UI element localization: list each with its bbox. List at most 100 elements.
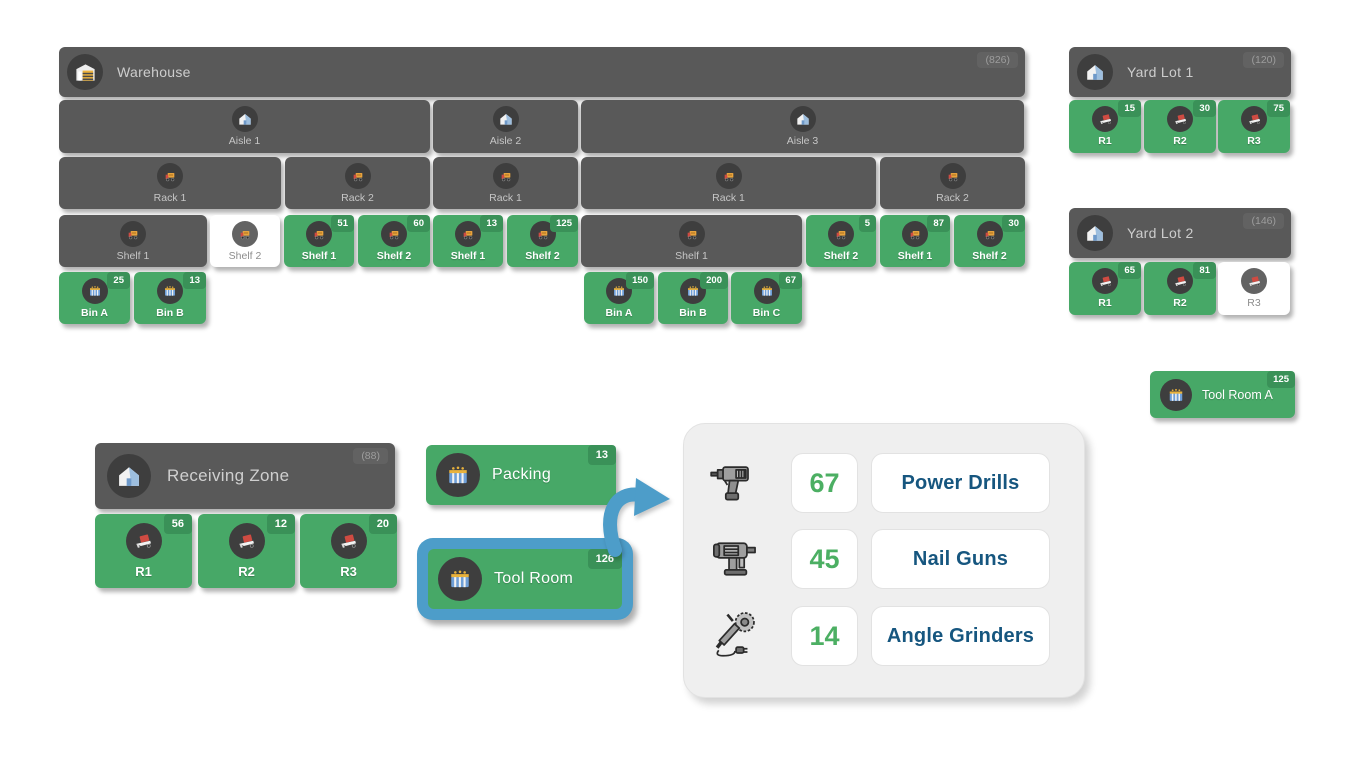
shelf-label: Shelf 1 xyxy=(116,249,150,262)
shelf-card[interactable]: Shelf 2 30 xyxy=(954,215,1025,267)
resource-card[interactable]: R2 81 xyxy=(1144,262,1216,315)
shelf-card[interactable]: Shelf 1 xyxy=(581,215,802,267)
resource-count-badge: 75 xyxy=(1267,100,1290,117)
resource-card[interactable]: R1 65 xyxy=(1069,262,1141,315)
bin-count-badge: 13 xyxy=(183,272,206,289)
shelf-icon xyxy=(828,220,854,247)
shelf-card[interactable]: Shelf 2 60 xyxy=(358,215,430,267)
resource-count-badge: 81 xyxy=(1193,262,1216,279)
yard-lot-1-card[interactable]: Yard Lot 1 (120) xyxy=(1069,47,1291,97)
aisle-icon xyxy=(492,106,519,132)
bin-count-badge: 200 xyxy=(700,272,728,289)
rack-label: Rack 1 xyxy=(153,191,187,204)
resource-card[interactable]: R1 56 xyxy=(95,514,192,588)
aisle-icon xyxy=(789,106,816,132)
bin-count-badge: 25 xyxy=(107,272,130,289)
tool-room-a-card[interactable]: Tool Room A 125 xyxy=(1150,371,1295,418)
shelf-label: Shelf 1 xyxy=(897,249,933,262)
rack-card[interactable]: Rack 1 xyxy=(59,157,281,209)
tool-room-card[interactable]: Tool Room 126 xyxy=(428,549,622,609)
shelf-label: Shelf 2 xyxy=(525,249,560,262)
shelf-card[interactable]: Shelf 2 5 xyxy=(806,215,876,267)
bin-card[interactable]: Bin B 200 xyxy=(658,272,728,324)
shelf-icon xyxy=(976,220,1003,247)
toolbox-icon xyxy=(436,453,480,497)
hand-truck-icon xyxy=(228,523,265,559)
resource-card[interactable]: R3 75 xyxy=(1218,100,1290,153)
resource-count-badge: 15 xyxy=(1118,100,1141,117)
packing-label: Packing xyxy=(492,466,552,483)
rack-label: Rack 2 xyxy=(936,191,969,204)
resource-label: R3 xyxy=(340,564,357,579)
rack-card[interactable]: Rack 2 xyxy=(285,157,430,209)
shelf-label: Shelf 1 xyxy=(450,249,486,262)
receiving-zone-icon xyxy=(107,454,151,498)
packing-count-badge: 13 xyxy=(587,445,616,465)
yard-lot-count-badge: (120) xyxy=(1243,52,1284,68)
item-label-box: Angle Grinders xyxy=(871,606,1050,666)
shelf-icon xyxy=(455,220,481,247)
rack-icon xyxy=(939,162,966,189)
tool-room-detail-panel: 67 Power Drills 45 Nail Guns 14 Angle Gr… xyxy=(683,423,1085,698)
shelf-count-badge: 13 xyxy=(480,215,503,232)
aisle-card-1[interactable]: Aisle 1 xyxy=(59,100,430,153)
rack-label: Rack 1 xyxy=(712,191,745,204)
shelf-card[interactable]: Shelf 1 xyxy=(59,215,207,267)
bin-label: Bin B xyxy=(156,306,184,319)
resource-card[interactable]: R3 20 xyxy=(300,514,397,588)
warehouse-card[interactable]: Warehouse (826) xyxy=(59,47,1025,97)
resource-label: R2 xyxy=(1173,135,1187,147)
shelf-count-badge: 60 xyxy=(407,215,430,232)
item-label: Power Drills xyxy=(901,471,1020,494)
aisle-icon xyxy=(231,106,258,132)
shelf-count-badge: 87 xyxy=(927,215,950,232)
rack-card[interactable]: Rack 1 xyxy=(581,157,876,209)
resource-label: R3 xyxy=(1247,135,1261,147)
bin-card[interactable]: Bin A 150 xyxy=(584,272,654,324)
resource-count-badge: 12 xyxy=(266,514,295,534)
shelf-label: Shelf 2 xyxy=(376,249,412,262)
bin-card[interactable]: Bin B 13 xyxy=(134,272,206,324)
bin-card[interactable]: Bin C 67 xyxy=(731,272,802,324)
toolbox-icon xyxy=(438,557,482,601)
yard-lot-2-card[interactable]: Yard Lot 2 (146) xyxy=(1069,208,1291,258)
yard-lot-count-badge: (146) xyxy=(1243,213,1284,229)
yard-lot-icon xyxy=(1077,54,1113,90)
hand-truck-icon xyxy=(1241,268,1267,294)
shelf-icon xyxy=(120,220,146,247)
shelf-card[interactable]: Shelf 1 13 xyxy=(433,215,503,267)
packing-card[interactable]: Packing 13 xyxy=(426,445,616,505)
aisle-label: Aisle 2 xyxy=(489,135,522,147)
toolbox-icon xyxy=(1160,378,1192,411)
hand-truck-icon xyxy=(1167,268,1193,294)
aisle-card-2[interactable]: Aisle 2 xyxy=(433,100,578,153)
shelf-card[interactable]: Shelf 2 125 xyxy=(507,215,578,267)
shelf-icon xyxy=(232,220,258,247)
bin-count-badge: 67 xyxy=(779,272,802,289)
resource-card[interactable]: R2 12 xyxy=(198,514,295,588)
bin-card[interactable]: Bin A 25 xyxy=(59,272,130,324)
bin-label: Bin A xyxy=(605,306,633,319)
resource-card[interactable]: R2 30 xyxy=(1144,100,1216,153)
shelf-card[interactable]: Shelf 2 xyxy=(210,215,280,267)
resource-label: R2 xyxy=(238,564,255,579)
bin-label: Bin C xyxy=(752,306,781,319)
hand-truck-icon xyxy=(1092,106,1118,132)
resource-card[interactable]: R1 15 xyxy=(1069,100,1141,153)
tool-room-a-count-badge: 125 xyxy=(1267,371,1295,388)
resource-label: R1 xyxy=(1098,297,1112,309)
bin-icon xyxy=(157,277,183,304)
shelf-card[interactable]: Shelf 1 51 xyxy=(284,215,354,267)
shelf-card[interactable]: Shelf 1 87 xyxy=(880,215,950,267)
rack-card[interactable]: Rack 2 xyxy=(880,157,1025,209)
resource-label: R3 xyxy=(1247,297,1261,309)
resource-count-badge: 30 xyxy=(1193,100,1216,117)
yard-lot-icon xyxy=(1077,215,1113,251)
receiving-zone-count-badge: (88) xyxy=(353,448,388,464)
receiving-zone-card[interactable]: Receiving Zone (88) xyxy=(95,443,395,509)
resource-label: R1 xyxy=(1098,135,1112,147)
aisle-card-3[interactable]: Aisle 3 xyxy=(581,100,1024,153)
rack-card[interactable]: Rack 1 xyxy=(433,157,578,209)
warehouse-label: Warehouse xyxy=(117,64,191,80)
resource-card[interactable]: R3 xyxy=(1218,262,1290,315)
